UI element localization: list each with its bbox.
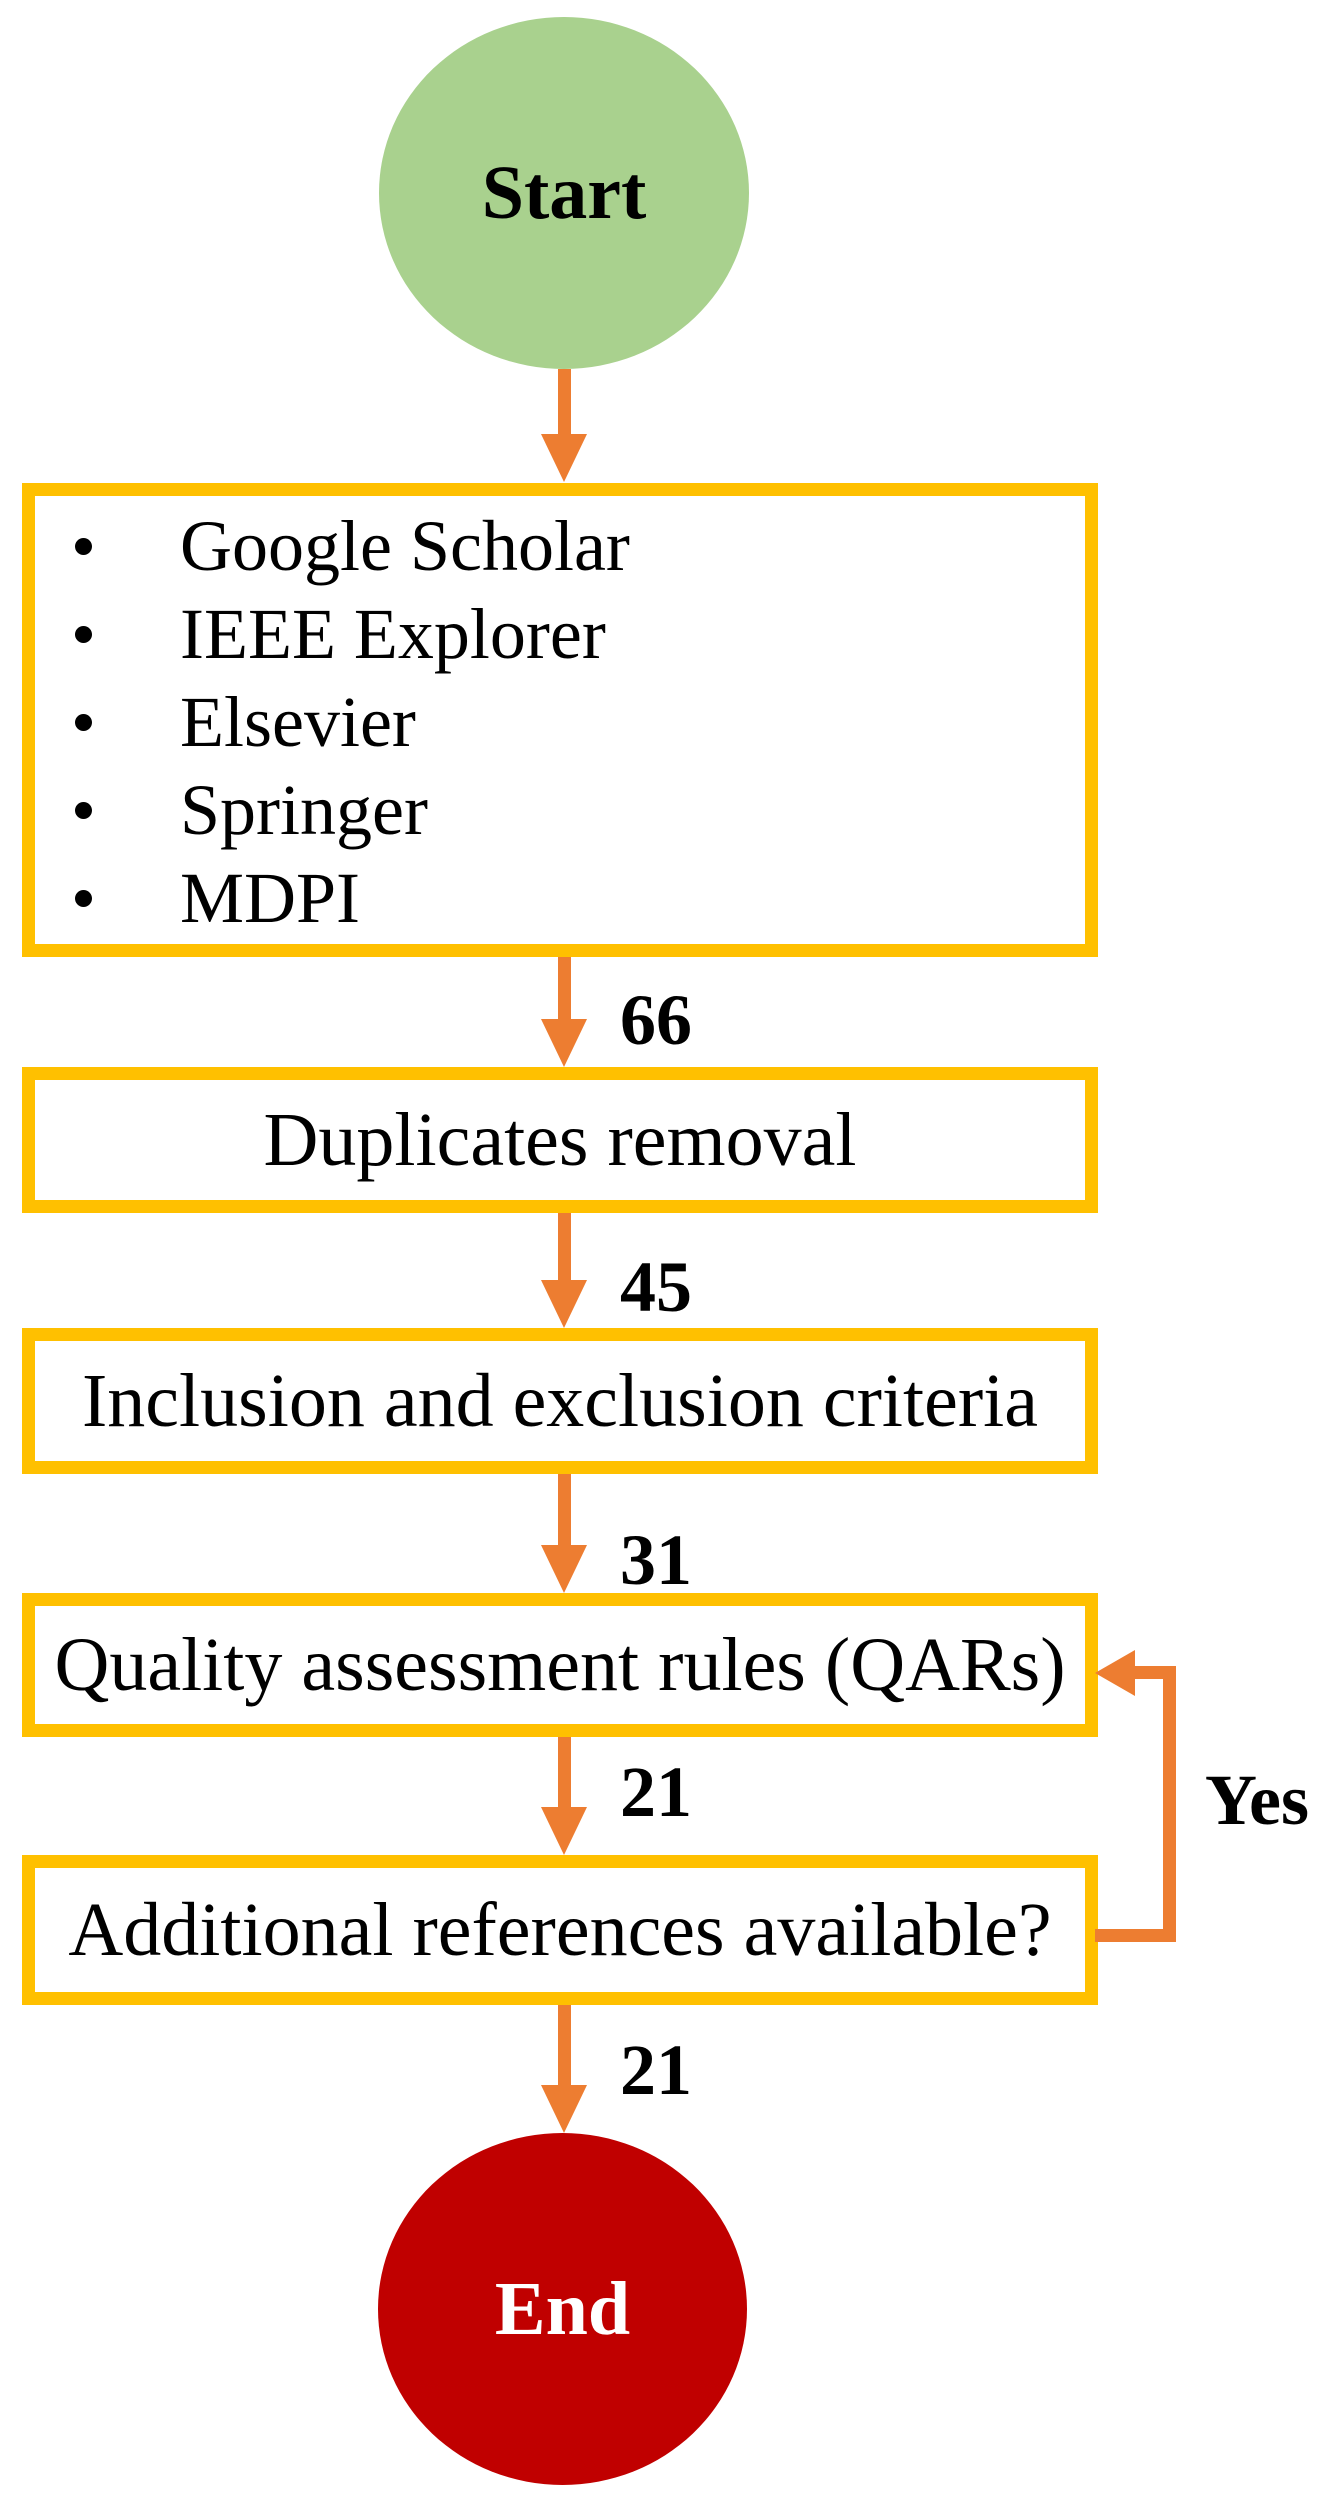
process-box-criteria: Inclusion and exclusion criteria [22, 1328, 1098, 1474]
count-label-sources: 66 [620, 980, 692, 1060]
bullet-icon [75, 537, 92, 555]
loop-yes-label: Yes [1205, 1760, 1309, 1840]
list-item: Elsevier [35, 678, 1085, 766]
source-label: Elsevier [180, 682, 416, 762]
count-label-duplicates: 45 [620, 1247, 692, 1327]
count-label-to-end: 21 [620, 2030, 692, 2110]
loop-line-bottom [1095, 1929, 1176, 1942]
arrowhead-down-icon [541, 1545, 587, 1593]
start-node: Start [379, 17, 749, 369]
end-node: End [378, 2133, 747, 2485]
start-label: Start [481, 150, 647, 235]
process-box-additional: Additional references available? [22, 1855, 1098, 2005]
list-item: Google Scholar [35, 502, 1085, 590]
loop-line-vertical [1163, 1666, 1176, 1942]
bullet-icon [75, 625, 92, 643]
arrowhead-down-icon [541, 2085, 587, 2133]
sources-list: Google Scholar IEEE Explorer Elsevier Sp… [35, 496, 1085, 942]
arrowhead-down-icon [541, 434, 587, 482]
arrowhead-down-icon [541, 1280, 587, 1328]
process-label: Additional references available? [68, 1888, 1052, 1972]
end-label: End [494, 2266, 631, 2351]
process-label: Quality assessment rules (QARs) [54, 1623, 1066, 1707]
count-label-qars: 21 [620, 1752, 692, 1832]
arrowhead-left-icon [1095, 1650, 1135, 1696]
process-label: Inclusion and exclusion criteria [81, 1359, 1038, 1443]
count-label-criteria: 31 [620, 1520, 692, 1600]
bullet-icon [75, 801, 92, 819]
arrowhead-down-icon [541, 1807, 587, 1855]
arrow-qars-to-additional [558, 1737, 571, 1807]
arrow-duplicates-to-criteria [558, 1213, 571, 1280]
arrow-start-to-sources [558, 369, 571, 434]
process-box-sources: Google Scholar IEEE Explorer Elsevier Sp… [22, 483, 1098, 957]
process-label: Duplicates removal [263, 1098, 857, 1182]
bullet-icon [75, 889, 92, 907]
process-box-duplicates: Duplicates removal [22, 1067, 1098, 1213]
source-label: MDPI [180, 858, 361, 938]
arrow-additional-to-end [558, 2005, 571, 2085]
loop-line-top [1133, 1666, 1176, 1679]
source-label: Springer [180, 770, 428, 850]
process-box-qars: Quality assessment rules (QARs) [22, 1593, 1098, 1737]
source-label: IEEE Explorer [180, 594, 606, 674]
arrowhead-down-icon [541, 1019, 587, 1067]
list-item: IEEE Explorer [35, 590, 1085, 678]
list-item: MDPI [35, 854, 1085, 942]
arrow-criteria-to-qars [558, 1474, 571, 1545]
arrow-sources-to-duplicates [558, 957, 571, 1019]
source-label: Google Scholar [180, 506, 630, 586]
bullet-icon [75, 713, 92, 731]
list-item: Springer [35, 766, 1085, 854]
